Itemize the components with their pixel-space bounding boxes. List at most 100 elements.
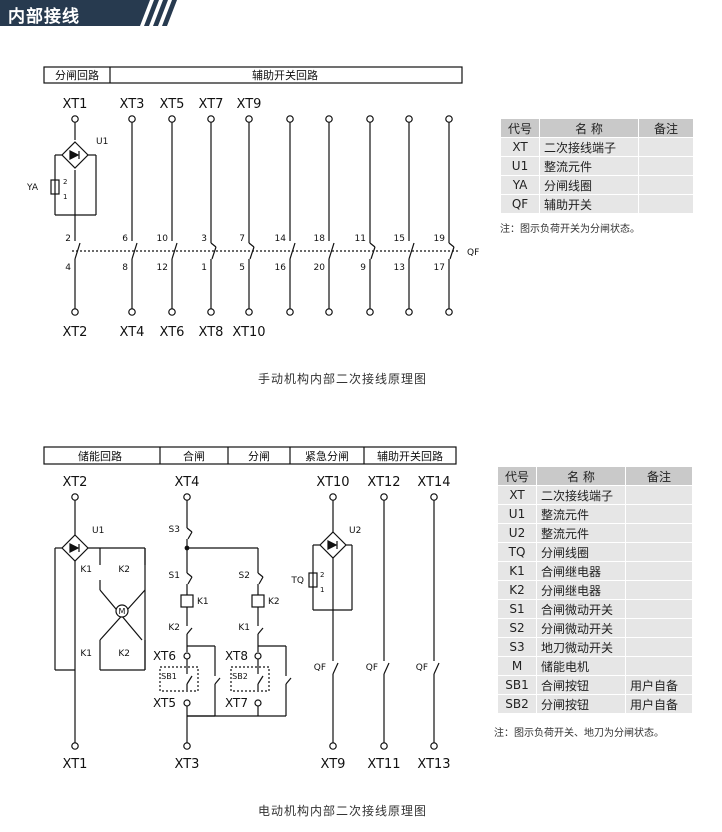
terminal-circle [71,308,79,316]
terminal-label: XT13 [417,757,450,772]
terminal-label: XT11 [367,757,400,772]
manual-legend-note: 注：图示负荷开关为分闸状态。 [500,224,640,235]
electric-legend-cell [625,618,693,638]
u1-label: U1 [92,526,104,536]
k1-coil-label: K1 [197,597,209,607]
terminal-circle [254,699,262,707]
terminal-label: XT2 [63,325,88,340]
pin-number: 10 [157,234,169,244]
electric-legend-header-1: 名 称 [536,466,626,486]
electric-legend-cell [625,561,693,581]
manual-legend-cell: 辅助开关 [539,194,639,214]
terminal-circle [168,308,176,316]
manual-legend-header-2: 备注 [638,118,694,138]
electric-legend-cell [625,485,693,505]
terminal-circle [445,115,453,123]
switch-blade [369,242,376,248]
pin-number: 3 [201,234,207,244]
terminal-circle [71,115,79,123]
motor-label: M [119,607,126,616]
terminal-circle [183,493,191,501]
pin-number: 19 [434,234,446,244]
pin-number: 15 [394,234,405,244]
manual-legend-cell: QF [500,194,540,214]
electric-caption: 电动机构内部二次接线原理图 [258,804,428,818]
pin-number: 8 [122,263,128,273]
terminal-circle [380,742,388,750]
diode-icon [69,543,80,553]
xt6-label: XT6 [153,649,176,663]
terminal-circle [286,308,294,316]
switch-blade [258,576,264,585]
manual-section-header [43,66,463,84]
switch-blade [186,527,193,533]
terminal-label: XT1 [63,757,88,772]
terminal-circle [366,115,374,123]
pin-number: 14 [275,234,287,244]
electric-legend-cell: S3 [497,637,537,657]
electric-legend-cell: K1 [497,561,537,581]
manual-legend-cell: 二次接线端子 [539,137,639,157]
motor-icon [115,604,129,618]
u2-label: U2 [349,526,361,536]
electric-legend-cell: 用户自备 [625,675,693,695]
switch-blade [370,246,376,260]
tq-coil-icon [308,572,318,588]
banner-background [0,0,177,26]
diode-icon [327,540,338,550]
terminal-circle [207,308,215,316]
electric-legend-cell: 分闸微动开关 [536,618,626,638]
s2-label: S2 [239,571,250,581]
electric-legend-cell: U2 [497,523,537,543]
terminal-circle [405,308,413,316]
electric-legend-cell: U1 [497,504,537,524]
pin-number: 13 [394,263,405,273]
electric-legend-cell: 用户自备 [625,694,693,714]
terminal-circle [254,652,262,660]
electric-legend-cell [625,542,693,562]
k1-label: K1 [80,565,92,575]
switch-blade [408,242,415,260]
electric-section-label: 紧急分闸 [305,449,349,463]
electric-legend-cell: S1 [497,599,537,619]
electric-legend-cell: 分闸继电器 [536,580,626,600]
pin-number: 17 [434,263,445,273]
u1-label: U1 [96,137,108,147]
electric-legend-cell: 分闸按钮 [536,694,626,714]
switch-blade [171,242,178,260]
k2-coil-icon [251,594,265,608]
electric-section-label: 辅助开关回路 [377,449,443,463]
terminal-label: XT3 [120,97,145,112]
pin-number: 6 [122,234,128,244]
switch-blade [448,242,455,248]
xt7-label: XT7 [225,696,248,710]
switch-blade [186,572,193,578]
switch-blade [328,242,335,260]
pin-number: 1 [320,586,324,594]
terminal-label: XT8 [199,325,224,340]
electric-section-label: 分闸 [248,450,270,463]
manual-legend-cell [638,194,694,214]
k1-label: K1 [238,623,250,633]
manual-legend-cell [638,175,694,195]
switch-blade [332,662,339,675]
electric-legend-cell: S2 [497,618,537,638]
terminal-label: XT1 [63,97,88,112]
electric-legend-cell: SB1 [497,675,537,695]
terminal-label: XT6 [160,325,185,340]
terminal-label: XT2 [63,475,88,490]
switch-blade [383,662,390,675]
terminal-circle [128,115,136,123]
ya-coil-icon [50,179,60,195]
qf-label: QF [416,663,428,673]
switch-blade [186,675,193,685]
s1-label: S1 [169,571,180,581]
pin-number: 2 [320,571,324,579]
